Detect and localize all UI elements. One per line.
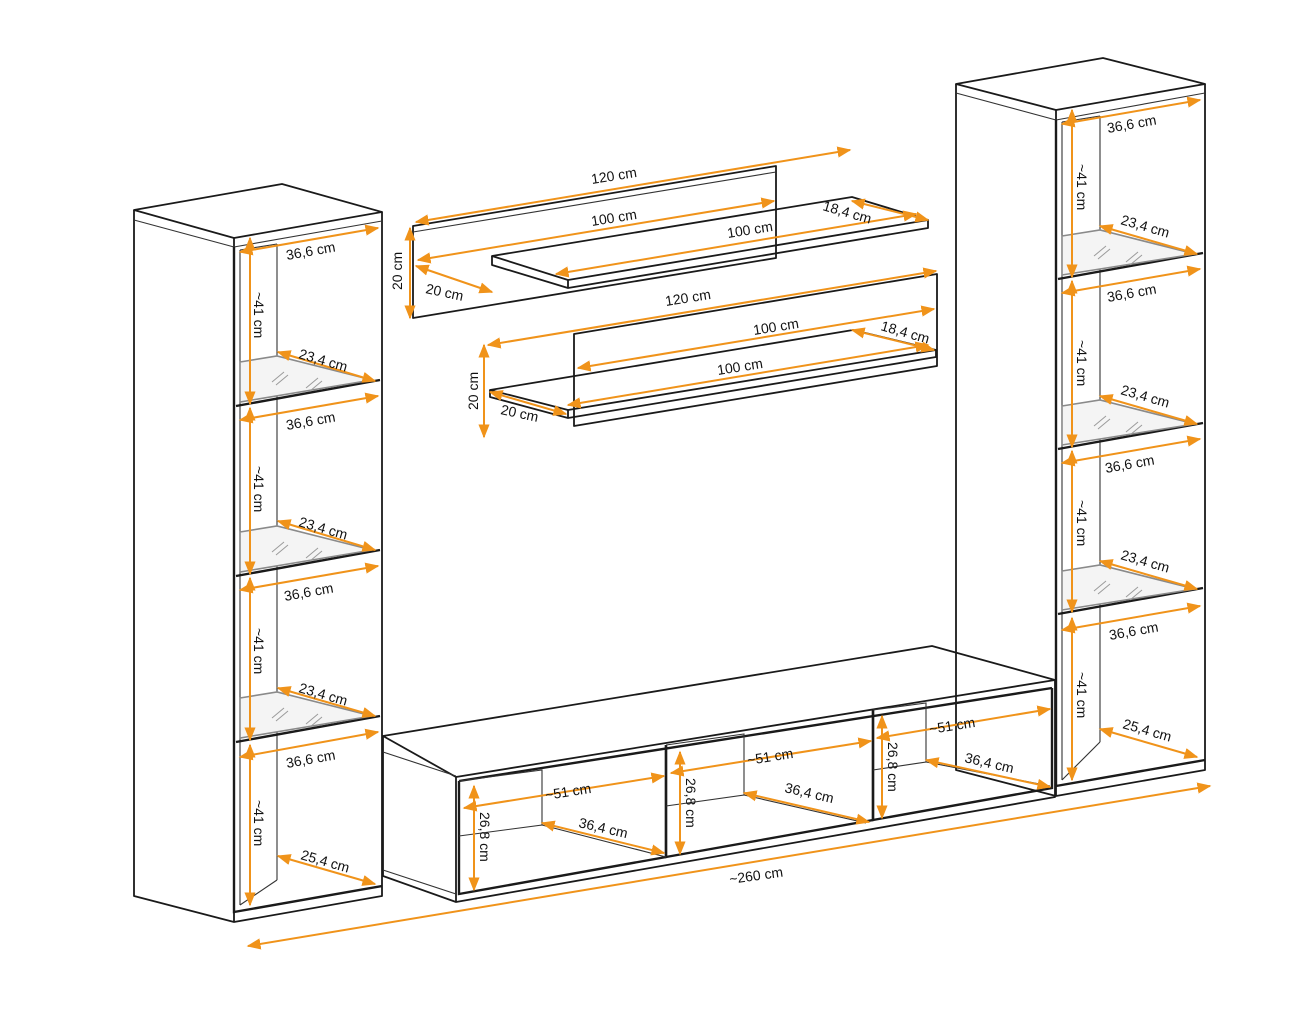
tv-compartment-height-label: 26,8 cm xyxy=(683,778,699,828)
tv-compartment-depth-label: 36,4 cm xyxy=(783,779,835,806)
shelf-bottom-height-label: 20 cm xyxy=(465,372,481,410)
tv-compartment-width-label: ~51 cm xyxy=(746,745,794,768)
glass-shelf xyxy=(1061,229,1196,276)
right-tower-height-label: ~41 cm xyxy=(1074,672,1090,718)
shelf-bottom-width-back-label: 100 cm xyxy=(752,315,800,338)
wall-shelf-bottom xyxy=(489,273,938,427)
shelf-bottom-depth-side-label: 20 cm xyxy=(499,401,540,425)
glass-shelf xyxy=(1061,564,1196,611)
tv-compartment-width-label: ~51 cm xyxy=(928,714,976,737)
total-width-label: ~260 cm xyxy=(728,864,784,887)
left-tower-base-depth-label: 25,4 cm xyxy=(299,847,351,876)
tv-compartment-height-label: 26,8 cm xyxy=(477,812,493,862)
tv-unit xyxy=(382,645,1056,903)
left-tower-width-label: 36,6 cm xyxy=(283,580,335,604)
tv-compartment-depth-label: 36,4 cm xyxy=(963,749,1015,776)
right-tower-width-label: 36,6 cm xyxy=(1108,619,1160,643)
right-tower-height-label: ~41 cm xyxy=(1074,340,1090,386)
right-tower-height-label: ~41 cm xyxy=(1074,164,1090,210)
shelf-top-depth-side-label: 20 cm xyxy=(424,280,465,304)
shelf-top-width-back-label: 100 cm xyxy=(726,218,774,241)
left-tower-height-label: ~41 cm xyxy=(251,628,267,674)
shelf-top-height-label: 20 cm xyxy=(389,252,405,290)
tv-compartment-height-label: 26,8 cm xyxy=(885,742,901,792)
left-tower-width-label: 36,6 cm xyxy=(285,747,337,771)
tv-compartment-width-label: ~51 cm xyxy=(544,780,592,803)
left-tower-height-label: ~41 cm xyxy=(251,292,267,338)
right-tower-height-label: ~41 cm xyxy=(1074,500,1090,546)
dimension-lines xyxy=(238,96,1212,950)
glass-shelf xyxy=(239,525,373,573)
shelf-top-back-width-label: 120 cm xyxy=(590,164,638,187)
glass-shelf xyxy=(239,691,373,739)
shelf-bottom-back-width-label: 120 cm xyxy=(664,286,712,309)
shelf-top-width-front-label: 100 cm xyxy=(590,206,638,229)
left-tower-height-label: ~41 cm xyxy=(251,466,267,512)
glass-shelf xyxy=(1061,399,1196,446)
left-tower-width-label: 36,6 cm xyxy=(285,409,337,433)
right-tower-base-depth-label: 25,4 cm xyxy=(1121,716,1173,745)
shelf-bottom-width-front-label: 100 cm xyxy=(716,355,764,378)
dimension-labels: 36,6 cm ~41 cm 23,4 cm 36,6 cm ~41 cm 23… xyxy=(251,112,1173,887)
left-tower-height-label: ~41 cm xyxy=(251,800,267,846)
